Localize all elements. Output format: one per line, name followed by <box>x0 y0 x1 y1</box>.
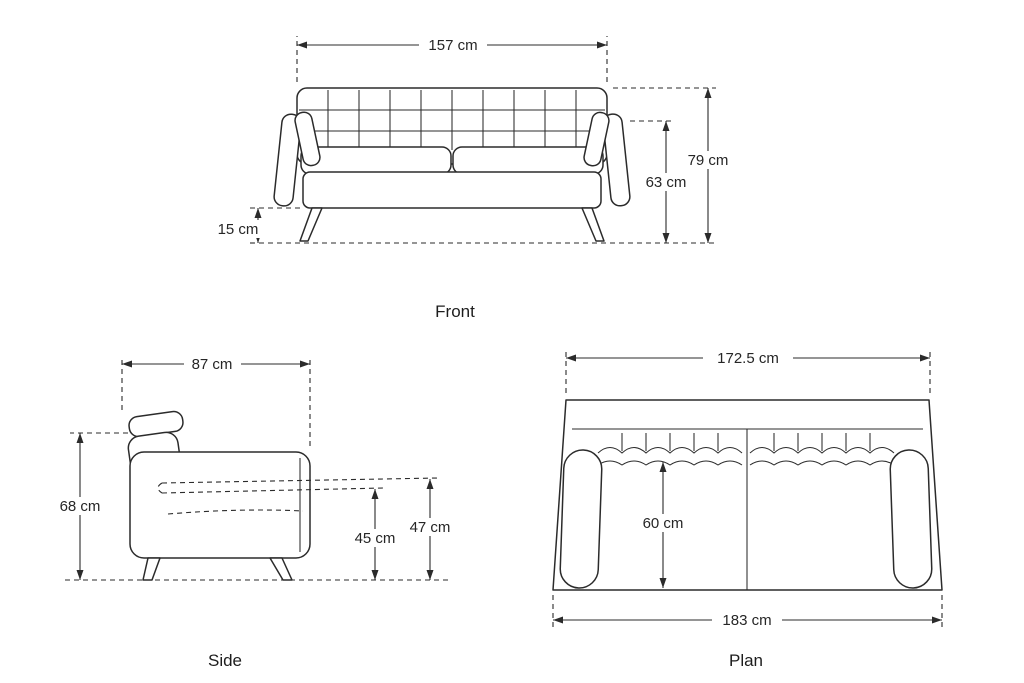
arrow-down-icon <box>76 570 84 580</box>
plan-sofa-drawing <box>552 399 943 591</box>
dim-plan-seat-depth: 60 cm <box>636 462 690 588</box>
extension-lines <box>552 595 943 628</box>
front-pillow-right <box>583 111 610 167</box>
arrow-right-icon <box>300 360 310 368</box>
front-seat-cushion-right <box>452 146 604 175</box>
dim-front-leg-height-value: 15 cm <box>218 221 259 238</box>
arrow-up-icon <box>426 479 434 489</box>
dim-front-leg-height: 15 cm <box>212 207 301 243</box>
arrow-up-icon <box>254 208 262 218</box>
front-base-frame <box>302 171 602 209</box>
dim-front-total-height-value: 79 cm <box>688 152 729 169</box>
dim-front-width: 157 cm <box>296 36 608 82</box>
arrow-up-icon <box>76 433 84 443</box>
plan-back-cushion-right-scallops <box>749 433 895 466</box>
arrow-left-icon <box>553 616 563 624</box>
arrow-down-icon <box>371 570 379 580</box>
arrow-left-icon <box>122 360 132 368</box>
front-pillow-left <box>294 111 321 167</box>
dim-plan-inner-width: 172.5 cm <box>565 349 931 396</box>
arrow-right-icon <box>932 616 942 624</box>
side-body <box>129 451 311 559</box>
front-leg-left <box>299 207 323 242</box>
dim-side-depth: 87 cm <box>121 355 311 446</box>
front-armrest-left <box>273 113 302 207</box>
front-armrest-right <box>602 113 631 207</box>
front-view-label: Front <box>435 302 475 321</box>
extension-lines <box>565 352 931 396</box>
dim-side-depth-value: 87 cm <box>192 356 233 373</box>
dim-front-back-height: 63 cm <box>630 120 693 243</box>
side-view-label: Side <box>208 651 242 670</box>
dim-side-total-height: 68 cm <box>53 432 128 580</box>
arrow-up-icon <box>659 462 667 472</box>
dim-front-back-height-value: 63 cm <box>646 174 687 191</box>
plan-view: 172.5 cm 60 cm 183 cm Plan <box>552 349 943 670</box>
arrow-down-icon <box>704 233 712 243</box>
dim-front-width-value: 157 cm <box>428 37 477 54</box>
front-seat-cushion-left <box>300 146 452 175</box>
plan-armrest-left <box>559 449 603 589</box>
arrow-left-icon <box>566 354 576 362</box>
front-leg-right <box>581 207 605 242</box>
arrow-down-icon <box>662 233 670 243</box>
extension-lines <box>121 356 311 446</box>
arrow-up-icon <box>704 88 712 98</box>
arrow-down-icon <box>659 578 667 588</box>
dim-plan-inner-width-value: 172.5 cm <box>717 350 779 367</box>
arrow-up-icon <box>371 489 379 499</box>
dim-side-cushion-height: 47 cm <box>403 479 457 580</box>
arrow-up-icon <box>662 121 670 131</box>
dim-side-seat-height-value: 45 cm <box>355 530 396 547</box>
arrow-down-icon <box>426 570 434 580</box>
dim-front-total-height: 79 cm <box>613 87 735 243</box>
side-leg-back <box>142 557 161 581</box>
arrow-right-icon <box>920 354 930 362</box>
dim-plan-overall-width-value: 183 cm <box>722 612 771 629</box>
arrow-left-icon <box>297 41 307 49</box>
front-sofa-drawing <box>273 87 631 242</box>
dim-plan-overall-width: 183 cm <box>552 595 943 629</box>
plan-back-cushion-left-scallops <box>597 433 743 466</box>
extension-lines <box>296 36 608 82</box>
dim-plan-seat-depth-value: 60 cm <box>643 515 684 532</box>
dim-side-seat-height: 45 cm <box>348 489 402 580</box>
front-view: 157 cm 79 cm 63 cm 15 cm Front <box>212 36 735 321</box>
plan-armrest-right <box>889 449 933 589</box>
side-hidden-lines <box>157 477 439 515</box>
dim-side-total-height-value: 68 cm <box>60 498 101 515</box>
dim-side-cushion-height-value: 47 cm <box>410 519 451 536</box>
side-leg-front <box>269 557 293 581</box>
front-backrest-tufting-grid <box>299 90 605 150</box>
plan-view-label: Plan <box>729 651 763 670</box>
arrow-right-icon <box>597 41 607 49</box>
side-sofa-drawing <box>127 410 439 581</box>
side-view: 87 cm 68 cm 45 cm 47 cm Side <box>53 355 457 670</box>
